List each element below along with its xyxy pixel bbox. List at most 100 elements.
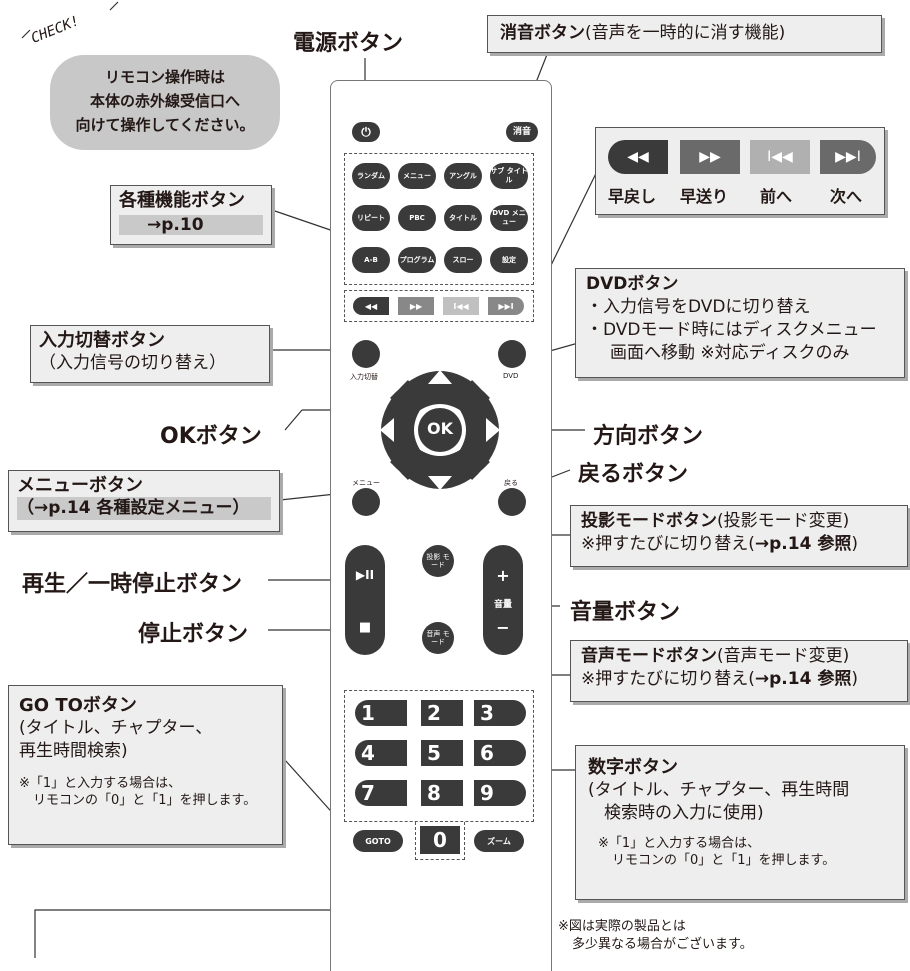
menu-button[interactable] — [352, 488, 380, 516]
input-button[interactable] — [352, 340, 380, 368]
volume-down-button[interactable]: − — [496, 618, 510, 637]
play-stop-rocker — [345, 545, 385, 655]
check-note-line-1: リモコン操作時は — [104, 68, 225, 86]
volume-up-button[interactable]: + — [496, 566, 510, 585]
goto-box-line-2: 再生時間検索) — [19, 741, 128, 761]
function-button-group — [344, 153, 534, 285]
zoom-button[interactable]: ズーム — [474, 830, 524, 852]
number-pad-group — [344, 690, 534, 822]
mute-box-title: 消音ボタン — [500, 23, 585, 43]
number-button-2[interactable]: 2 — [421, 700, 463, 726]
dvd-box-line-1: ・入力信号をDVDに切り替え — [586, 297, 811, 317]
projection-button-label: 投影 モード — [426, 553, 450, 569]
dvd-button[interactable] — [498, 340, 526, 368]
function-button[interactable]: PBC — [398, 205, 436, 231]
volume-button-label: 音量 — [493, 600, 512, 610]
skip-button-group — [344, 290, 534, 322]
skip-forward-shape: ▶▶ — [680, 140, 740, 174]
volume-rocker — [483, 545, 523, 655]
stop-button[interactable]: ■ — [358, 620, 372, 635]
right-arrow-icon — [486, 418, 500, 442]
remote-next-button[interactable]: ▶▶I — [488, 297, 524, 315]
skip-label-rewind: 早戻し — [608, 187, 657, 206]
function-button[interactable]: タイトル — [444, 205, 482, 231]
power-label: 電源ボタン — [293, 31, 404, 56]
remote-forward-button[interactable]: ▶▶ — [398, 297, 434, 315]
down-arrow-icon — [428, 476, 452, 490]
dvd-button-label: DVD — [503, 372, 519, 380]
skip-label-next: 次へ — [830, 187, 863, 206]
audio-box-title: 音声モードボタン — [581, 646, 717, 666]
skip-next-shape: ▶▶I — [820, 140, 876, 174]
number-info-box: 数字ボタン (タイトル、チャプター、再生時間 検索時の入力に使用) ※「1」と入… — [575, 745, 905, 900]
power-icon: ⏻ — [361, 124, 371, 139]
ok-label: OKボタン — [160, 424, 262, 449]
number-box-line-1: (タイトル、チャプター、再生時間 — [588, 780, 850, 800]
ok-button[interactable] — [418, 408, 462, 452]
dvd-info-box: DVDボタン ・入力信号をDVDに切り替え ・DVDモード時にはディスクメニュー… — [575, 268, 905, 378]
function-button[interactable]: メニュー — [398, 163, 436, 189]
direction-label: 方向ボタン — [593, 424, 704, 449]
goto-box-line-1: (タイトル、チャプター、 — [19, 718, 213, 738]
number-button-5[interactable]: 5 — [421, 740, 463, 766]
audio-box-desc: (音声モード変更) — [717, 646, 850, 666]
zero-button-group — [415, 822, 465, 860]
function-button[interactable]: アングル — [444, 163, 482, 189]
number-button-9[interactable]: 9 — [474, 780, 526, 806]
number-box-note-1: ※「1」と入力する場合は、 — [598, 836, 761, 851]
projection-box-desc: (投影モード変更) — [717, 511, 850, 531]
play-pause-label: 再生／一時停止ボタン — [22, 572, 243, 597]
goto-box-note-1: ※「1」と入力する場合は、 — [19, 776, 182, 791]
skip-rewind-shape: ◀◀ — [608, 140, 668, 174]
direction-left-button[interactable] — [381, 380, 426, 480]
number-button-4[interactable]: 4 — [355, 740, 407, 766]
number-button-8[interactable]: 8 — [421, 780, 463, 806]
number-button-7[interactable]: 7 — [355, 780, 407, 806]
function-button[interactable]: プログラム — [398, 247, 436, 273]
back-button-label: 戻る — [504, 479, 518, 487]
function-button[interactable]: DVD メニュー — [490, 205, 528, 231]
footnote-line-2: 多少異なる場合がございます。 — [572, 937, 753, 952]
remote-rewind-button[interactable]: ◀◀ — [353, 297, 389, 315]
projection-button[interactable] — [422, 545, 454, 577]
number-button-6[interactable]: 6 — [474, 740, 526, 766]
check-note: リモコン操作時は 本体の赤外線受信口へ 向けて操作してください。 — [50, 55, 280, 150]
projection-box-title: 投影モードボタン — [581, 511, 717, 531]
input-info-box: 入力切替ボタン （入力信号の切り替え） — [30, 325, 270, 383]
play-pause-button[interactable]: ▶II — [355, 568, 375, 582]
back-label: 戻るボタン — [578, 462, 689, 487]
projection-info-box: 投影モードボタン(投影モード変更) ※押すたびに切り替え(→p.14 参照) — [570, 505, 908, 567]
function-button[interactable]: 設定 — [490, 247, 528, 273]
menu-info-box: メニューボタン （→p.14 各種設定メニュー） — [8, 470, 280, 532]
back-button[interactable] — [498, 488, 526, 516]
mute-box-desc: (音声を一時的に消す機能) — [585, 23, 786, 43]
function-info-box: 各種機能ボタン →p.10 — [110, 185, 272, 245]
remote-prev-button[interactable]: I◀◀ — [443, 297, 479, 315]
direction-pad — [380, 370, 500, 490]
power-button[interactable]: ⏻ — [352, 122, 380, 142]
number-button-0[interactable]: 0 — [420, 826, 460, 854]
left-arrow-icon — [380, 418, 394, 442]
audio-box-note: ※押すたびに切り替え( — [581, 669, 755, 689]
function-button[interactable]: A-B — [352, 247, 390, 273]
ok-button-label: OK — [427, 419, 453, 438]
dvd-box-line-3: 画面へ移動 ※対応ディスクのみ — [610, 343, 850, 363]
up-arrow-icon — [428, 370, 452, 384]
check-note-line-2: 本体の赤外線受信口へ — [89, 92, 240, 110]
mute-button[interactable]: 消音 — [506, 122, 538, 142]
check-note-line-3: 向けて操作してください。 — [75, 116, 255, 134]
function-button[interactable]: サブ タイトル — [490, 163, 528, 189]
function-button[interactable]: ランダム — [352, 163, 390, 189]
function-button[interactable]: スロー — [444, 247, 482, 273]
goto-button[interactable]: GOTO — [353, 830, 403, 852]
dvd-box-title: DVDボタン — [586, 274, 679, 294]
function-button[interactable]: リピート — [352, 205, 390, 231]
input-box-desc: （入力信号の切り替え） — [39, 353, 226, 373]
stop-label: 停止ボタン — [138, 622, 249, 647]
footnote-line-1: ※図は実際の製品とは — [558, 919, 686, 934]
number-button-1[interactable]: 1 — [355, 700, 407, 726]
direction-right-button[interactable] — [454, 380, 499, 480]
number-button-3[interactable]: 3 — [474, 700, 526, 726]
audio-button[interactable] — [422, 622, 454, 654]
